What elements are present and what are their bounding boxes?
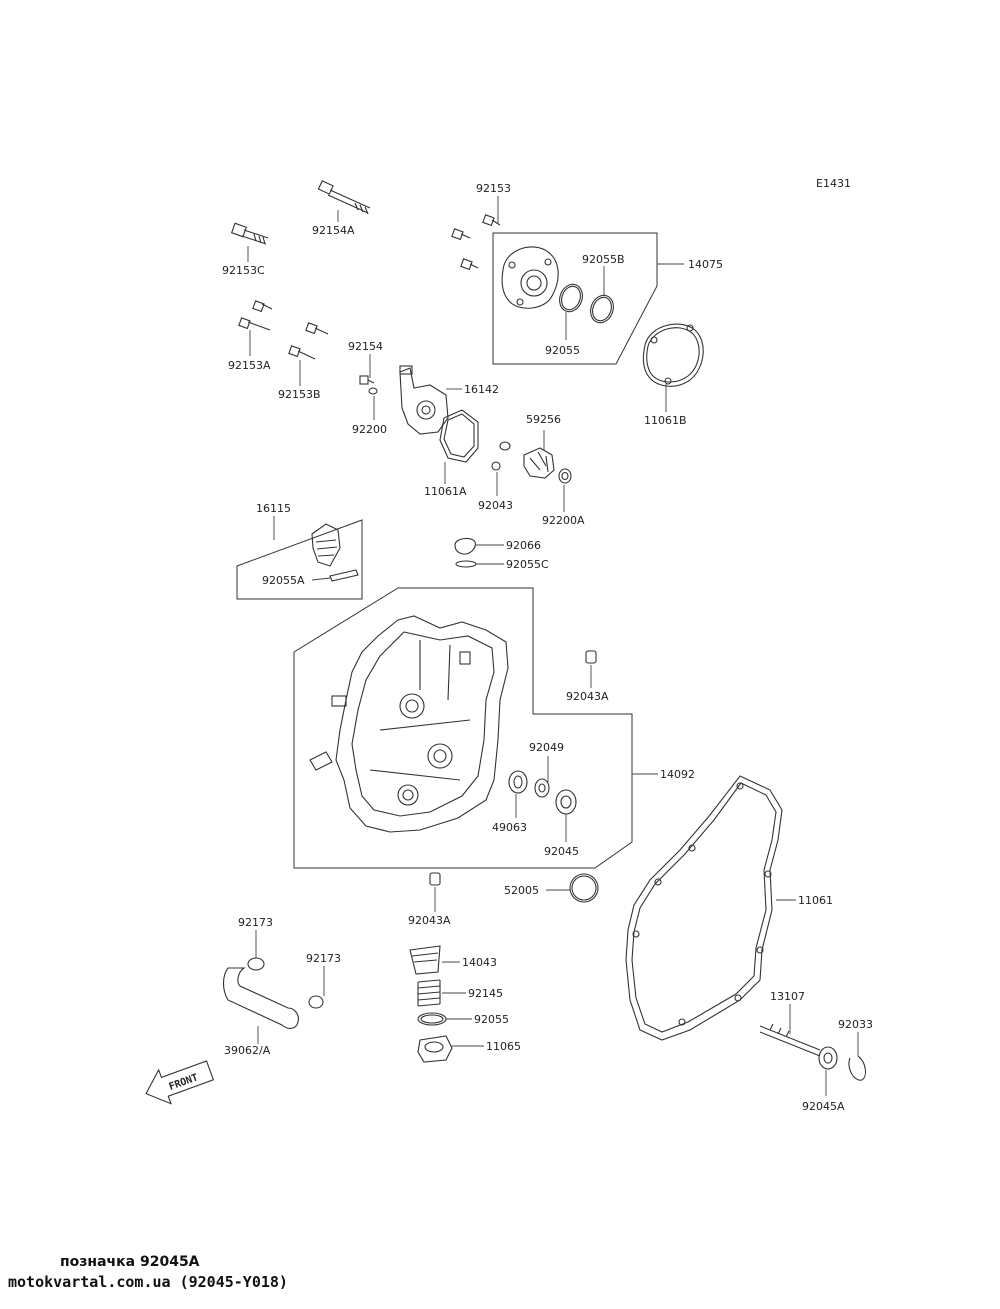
bearing-92045A (818, 1046, 838, 1070)
part-label-92153: 92153 (476, 182, 511, 195)
pin-92043 (491, 441, 511, 471)
part-label-92200: 92200 (352, 423, 387, 436)
part-label-92055-bottom: 92055 (474, 1013, 509, 1026)
clamp-92173-right (308, 995, 324, 1009)
gasket-11061B (642, 323, 704, 387)
seal-49063 (508, 770, 528, 794)
leader-lines (247, 196, 859, 1096)
gasket-11061A (439, 409, 479, 463)
gasket-11061 (625, 775, 783, 1041)
part-label-92154: 92154 (348, 340, 383, 353)
group-box-14092 (293, 587, 633, 869)
bearing-92049 (534, 778, 550, 798)
part-label-52005: 52005 (504, 884, 539, 897)
dowel-92043A-bottom (429, 872, 441, 886)
part-label-92043A-bottom: 92043A (408, 914, 451, 927)
dowel-92043A-top (585, 650, 597, 664)
part-label-11061B: 11061B (644, 414, 687, 427)
front-arrow-label: FRONT (168, 1072, 200, 1093)
part-label-11061A: 11061A (424, 485, 467, 498)
part-label-92045A: 92045A (802, 1100, 845, 1113)
part-label-92049: 92049 (529, 741, 564, 754)
shaft-13107 (759, 1023, 821, 1057)
part-label-14043: 14043 (462, 956, 497, 969)
o-ring-92055-pair (559, 283, 614, 324)
circlip-92033 (848, 1055, 867, 1081)
washer-92200A (558, 468, 572, 484)
filter-cap-14043 (409, 945, 441, 975)
part-label-92043A-top: 92043A (566, 690, 609, 703)
part-label-92173-left: 92173 (238, 916, 273, 929)
part-label-92055A: 92055A (262, 574, 305, 587)
bolts-92153A (238, 300, 273, 331)
o-ring-92055A (329, 569, 359, 582)
bolt-92153C (230, 222, 269, 245)
bolt-92154 (359, 375, 375, 385)
diagram-reference-code: E1431 (816, 177, 851, 190)
bearing-92045 (555, 789, 577, 815)
pump-cover-14075 (501, 246, 559, 309)
part-label-16142: 16142 (464, 383, 499, 396)
plug-92066 (454, 537, 476, 555)
washer-92200 (368, 387, 378, 395)
group-box-14075 (492, 232, 658, 365)
part-label-14075: 14075 (688, 258, 723, 271)
pump-housing-16142 (399, 365, 449, 435)
part-label-92153C: 92153C (222, 264, 265, 277)
impeller-59256 (523, 447, 555, 479)
part-label-39062A: 39062/A (224, 1044, 271, 1057)
clamp-92173-left (247, 957, 265, 971)
bolts-92153 (451, 214, 501, 271)
o-ring-92055C (455, 560, 477, 568)
part-label-13107: 13107 (770, 990, 805, 1003)
part-label-92033: 92033 (838, 1018, 873, 1031)
oil-filler-cap-16115 (311, 523, 341, 567)
caption-part-reference: позначка 92045A (60, 1254, 200, 1270)
part-label-92153A: 92153A (228, 359, 271, 372)
part-label-92055C: 92055C (506, 558, 549, 571)
part-label-14092: 14092 (660, 768, 695, 781)
o-ring-92055-bottom (417, 1012, 447, 1026)
part-label-92055-top: 92055 (545, 344, 580, 357)
spring-92145 (417, 979, 441, 1007)
hose-39062A (222, 967, 299, 1029)
caption-source: motokvartal.com.ua (92045-Y018) (8, 1273, 288, 1291)
plug-11065 (417, 1035, 453, 1063)
front-arrow-icon: FRONT (145, 1060, 215, 1105)
part-label-92153B: 92153B (278, 388, 321, 401)
bolts-92153B (288, 322, 329, 360)
part-label-92043: 92043 (478, 499, 513, 512)
part-label-92154A: 92154A (312, 224, 355, 237)
part-label-92173-right: 92173 (306, 952, 341, 965)
part-label-11065: 11065 (486, 1040, 521, 1053)
part-label-92200A: 92200A (542, 514, 585, 527)
group-box-16115 (236, 519, 363, 600)
o-ring-52005 (569, 873, 599, 903)
crankcase-cover-14092 (331, 615, 509, 833)
part-label-92055B: 92055B (582, 253, 625, 266)
bolt-92154A (317, 180, 371, 215)
part-label-49063: 49063 (492, 821, 527, 834)
dowel-left (309, 751, 333, 771)
part-label-11061: 11061 (798, 894, 833, 907)
part-label-59256: 59256 (526, 413, 561, 426)
part-label-92045: 92045 (544, 845, 579, 858)
part-label-16115: 16115 (256, 502, 291, 515)
part-label-92066: 92066 (506, 539, 541, 552)
part-label-92145: 92145 (468, 987, 503, 1000)
